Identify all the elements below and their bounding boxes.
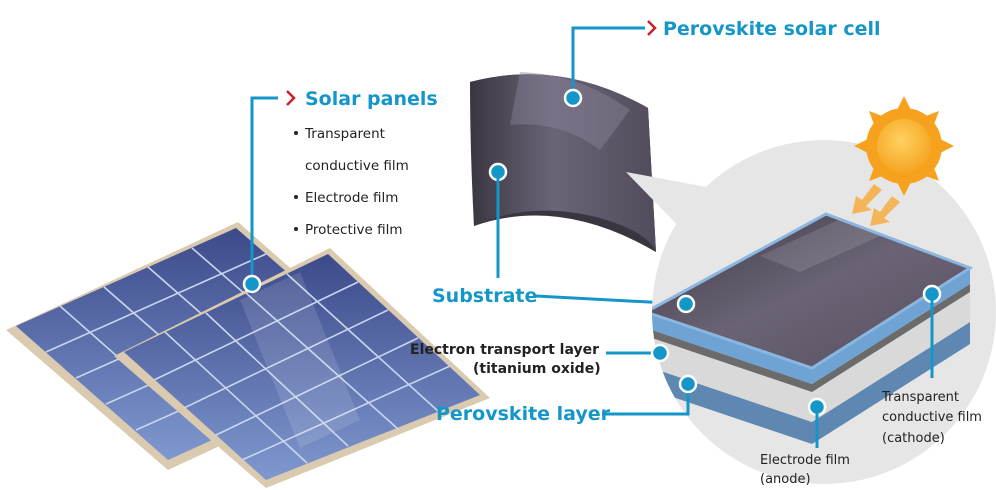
sunlight-arrows [852, 184, 900, 226]
bullet [294, 195, 298, 199]
bullet [294, 131, 298, 135]
perovskite-cell-marker [563, 88, 583, 108]
cell-stack [652, 212, 974, 444]
chevron-right-icon [647, 20, 657, 36]
film-surface [470, 74, 656, 252]
bullet [294, 227, 298, 231]
panel-glare [240, 272, 360, 448]
solar-panels-leader [250, 96, 278, 284]
transparent-film-label-3: (cathode) [882, 431, 945, 446]
electron-transport-sublabel: (titanium oxide) [473, 361, 601, 377]
panel-front-grid [153, 273, 451, 464]
perovskite-layer-leader [602, 384, 690, 416]
solar-panels-item-4: Protective film [305, 222, 402, 238]
transparent-film-label-2: conductive film [882, 410, 982, 425]
magnifier-bubble [626, 140, 996, 484]
solar-panels-list: Transparent conductive film Electrode fi… [294, 126, 409, 238]
layer-blue-side [652, 268, 970, 384]
layer-grey-side [652, 292, 970, 422]
solar-panels-title: Solar panels [305, 88, 438, 110]
chevron-right-icon [286, 90, 296, 106]
solar-panels-item-1: Transparent [304, 126, 385, 142]
electrode-film-sublabel: (anode) [760, 472, 811, 487]
solar-panels-item-3: Electrode film [305, 190, 398, 206]
glass-rim [652, 212, 974, 370]
transparent-film-label-1: Transparent [881, 390, 959, 405]
glass-reflection [760, 220, 880, 272]
perovskite-cell-leader [571, 26, 645, 98]
sun-icon [854, 96, 954, 196]
substrate-label: Substrate [432, 285, 537, 307]
perovskite-cell-title: Perovskite solar cell [663, 18, 881, 40]
perovskite-layer-marker [678, 374, 698, 394]
solar-panels-item-2: conductive film [305, 158, 409, 174]
layer-base-side [652, 322, 970, 444]
perovskite-layer-label: Perovskite layer [436, 403, 611, 425]
film-highlight [510, 72, 630, 150]
solar-panels-marker [242, 274, 262, 294]
solar-panels-illustration [6, 222, 490, 488]
substrate-stack-marker [676, 294, 696, 314]
electron-transport-marker [650, 343, 670, 363]
perovskite-film-illustration [470, 72, 656, 252]
glass-top [652, 214, 970, 368]
electrode-film-label: Electrode film [760, 453, 850, 468]
electron-transport-label: Electron transport layer [410, 342, 599, 358]
